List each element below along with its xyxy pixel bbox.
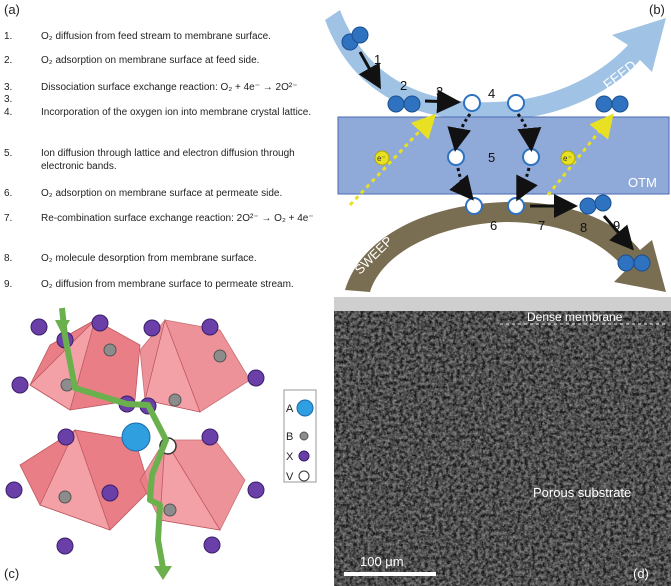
legend-x-icon [298, 450, 310, 462]
step-text: O₂ diffusion from feed stream to membran… [41, 31, 271, 42]
oxygen-ion [463, 94, 481, 112]
x-atom [247, 481, 265, 499]
dense-membrane-label: Dense membrane [527, 310, 623, 324]
b-atom [168, 393, 182, 407]
oxygen-ion [507, 197, 525, 215]
step-number-label: 3 [436, 84, 443, 99]
x-atom [30, 318, 48, 336]
electron-icon [374, 150, 390, 166]
o2-molecule [579, 194, 612, 215]
oxygen-ion [507, 94, 525, 112]
step-number: 6. [4, 188, 13, 199]
octahedron-face [29, 318, 96, 411]
legend-label: X [286, 451, 294, 463]
ion-path [449, 167, 474, 201]
b-atom [213, 349, 227, 363]
scale-bar-label: 100 μm [360, 554, 404, 569]
step-text: Re-combination surface exchange reaction… [41, 213, 314, 224]
legend-label: V [286, 471, 294, 483]
x-atom [203, 536, 221, 554]
b-atom [58, 490, 72, 504]
step-number-label: 9 [613, 218, 620, 233]
path-arrowhead [55, 320, 70, 334]
panel-label-c: (c) [4, 566, 20, 581]
o2-molecule [341, 26, 369, 51]
o2-molecule [595, 95, 629, 113]
electron-label: e⁻ [377, 154, 386, 163]
x-atom [56, 537, 74, 555]
porous-substrate-label: Porous substrate [533, 485, 631, 500]
micrograph-highlights [334, 297, 671, 586]
scale-bar [344, 572, 436, 576]
transport-diagram: FEED OTM SWEEP e⁻ e⁻ 1 2 3 4 5 6 7 8 9 [325, 10, 670, 292]
sweep-stream-arrow [345, 201, 666, 292]
oxygen-ion [465, 197, 483, 215]
electron-label: e⁻ [563, 154, 572, 163]
step-text: O₂ diffusion from membrane surface to pe… [41, 279, 294, 290]
path-arrowhead [154, 566, 172, 580]
electron-icon [560, 150, 576, 166]
step-number-label: 2 [400, 78, 407, 93]
x-atom [201, 428, 219, 446]
otm-membrane [337, 116, 670, 195]
step-text: O₂ adsorption on membrane surface at fee… [41, 55, 260, 66]
step-number: 3. [4, 82, 13, 93]
otm-label: OTM [628, 175, 657, 190]
x-atom [201, 318, 219, 336]
step-number: 7. [4, 213, 13, 224]
step-text: O₂ adsorption on membrane surface at per… [41, 188, 283, 199]
step-arrow [424, 89, 461, 114]
x-atom [11, 376, 29, 394]
electron-path [348, 113, 437, 207]
electron-path [546, 113, 614, 196]
step-text: Incorporation of the oxygen ion into mem… [41, 107, 312, 118]
panel-label-a: (a) [4, 2, 20, 17]
step-number: 8. [4, 253, 13, 264]
feed-stream-arrow [325, 10, 666, 121]
ion-path [516, 167, 538, 202]
legend-label: A [286, 403, 294, 415]
step-arrow [602, 215, 634, 251]
step-text: Dissociation surface exchange reaction: … [41, 82, 298, 93]
x-atom [57, 428, 75, 446]
legend-v-icon [298, 470, 310, 482]
step-text: O₂ molecule desorption from membrane sur… [41, 253, 257, 264]
panel-label-d: (d) [633, 566, 649, 581]
legend-a-icon [296, 399, 314, 417]
step-number-label: 7 [538, 218, 545, 233]
ion-migration-path [59, 307, 169, 569]
step-number-label: 6 [490, 218, 497, 233]
step-number: 9. [4, 279, 13, 290]
step-number: 4. [4, 107, 13, 118]
step-number-label: 4 [488, 86, 495, 101]
o2-molecule [387, 95, 421, 113]
x-atom [143, 319, 161, 337]
step-number: 5. [4, 148, 13, 159]
x-atom [101, 484, 119, 502]
x-atom [5, 481, 23, 499]
octahedron-face [39, 428, 111, 531]
step-number-label: 5 [488, 150, 495, 165]
step-number: 2. [4, 55, 13, 66]
legend-label: B [286, 431, 293, 443]
dense-layer [334, 297, 671, 311]
step-arrow [358, 51, 381, 90]
x-atom [91, 314, 109, 332]
step-number-label: 1 [374, 52, 381, 67]
step-number-label: 8 [580, 220, 587, 235]
b-atom [163, 503, 177, 517]
panel-label-b: (b) [649, 2, 665, 17]
step-text: Ion diffusion through lattice and electr… [41, 148, 295, 172]
o2-molecule [617, 254, 651, 272]
step-number: 1. [4, 31, 13, 42]
a-atom [121, 422, 151, 452]
step-number: 3. [4, 94, 13, 105]
ion-path [447, 113, 472, 152]
b-atom [103, 343, 117, 357]
x-atom [247, 369, 265, 387]
legend-b-icon [299, 431, 309, 441]
ion-path [516, 113, 542, 152]
